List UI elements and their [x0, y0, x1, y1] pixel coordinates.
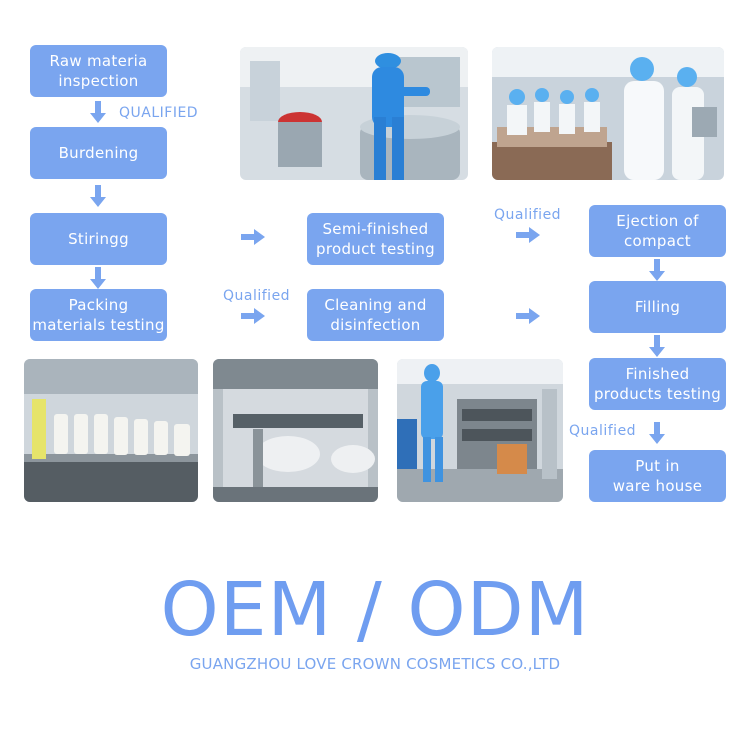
arrow-right-icon	[516, 227, 540, 243]
qualified-label-2: Qualified	[223, 288, 291, 304]
arrow-down-icon	[649, 422, 665, 444]
step-filling: Filling	[589, 281, 726, 333]
photo-bottle-production-line	[24, 359, 198, 502]
qualified-label-upper: QUALIFIED	[119, 105, 199, 121]
arrow-right-icon	[241, 308, 265, 324]
step-put-in-warehouse: Put in ware house	[589, 450, 726, 502]
step-packing-materials-testing: Packing materials testing	[30, 289, 167, 341]
arrow-down-icon	[90, 185, 106, 207]
company-name: GUANGZHOU LOVE CROWN COSMETICS CO.,LTD	[189, 655, 561, 673]
step-finished-products-testing: Finished products testing	[589, 358, 726, 410]
arrow-down-icon	[649, 335, 665, 357]
qualified-label-3: Qualified	[569, 423, 637, 439]
step-semi-finished-testing: Semi-finished product testing	[307, 213, 444, 265]
qualified-label-1: Qualified	[494, 207, 562, 223]
arrow-down-icon	[649, 259, 665, 281]
arrow-right-icon	[241, 229, 265, 245]
headline-oem-odm: OEM / ODM	[160, 567, 590, 653]
step-cleaning-disinfection: Cleaning and disinfection	[307, 289, 444, 341]
arrow-down-icon	[90, 267, 106, 289]
step-ejection-of-compact: Ejection of compact	[589, 205, 726, 257]
photo-lab-workers	[492, 47, 724, 180]
photo-worker-at-machines	[397, 359, 563, 502]
photo-worker-mixing-tank	[240, 47, 468, 180]
step-raw-material-inspection: Raw materia inspection	[30, 45, 167, 97]
step-stirring: Stiringg	[30, 213, 167, 265]
arrow-right-icon	[516, 308, 540, 324]
step-burdening: Burdening	[30, 127, 167, 179]
photo-filling-machine	[213, 359, 378, 502]
arrow-down-icon	[90, 101, 106, 123]
